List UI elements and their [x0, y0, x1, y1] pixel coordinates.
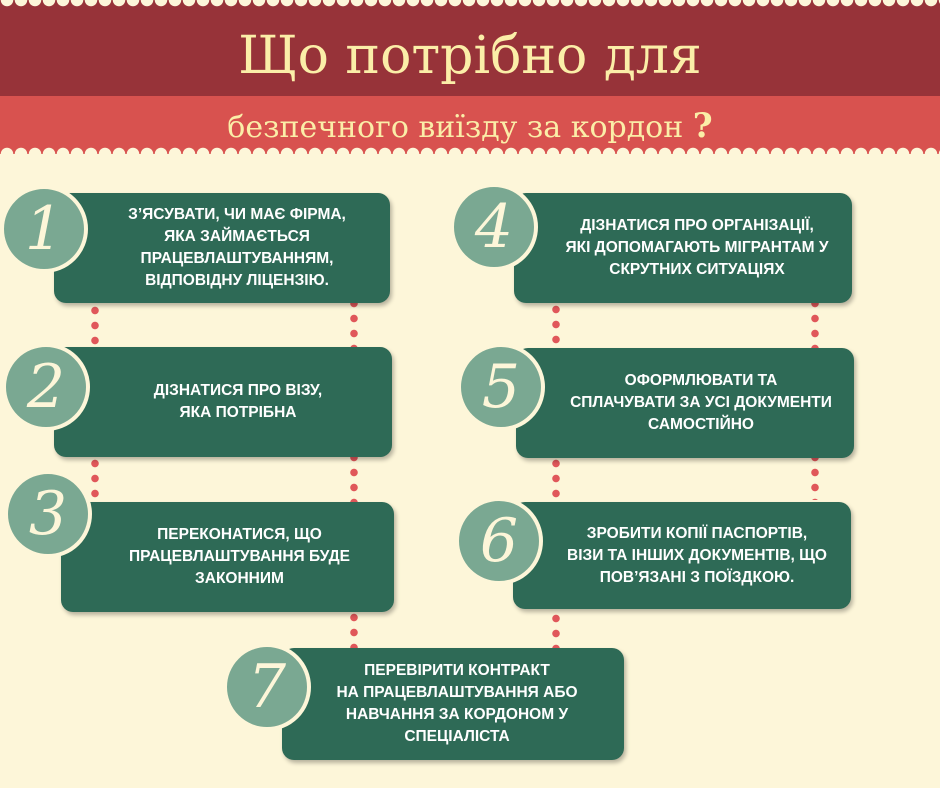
step-text-3: ПЕРЕКОНАТИСЯ, ЩО ПРАЦЕВЛАШТУВАННЯ БУДЕ З…: [129, 526, 350, 587]
step-card-4: ДІЗНАТИСЯ ПРО ОРГАНІЗАЦІЇ, ЯКІ ДОПОМАГАЮ…: [514, 193, 852, 303]
page-title: Що потрібно для: [238, 26, 702, 86]
page-subtitle: безпечного виїзду за кордон ?: [0, 104, 940, 150]
step-number-3: 3: [4, 470, 92, 558]
scalloped-edge-top: [0, 0, 940, 7]
connector-5-6-left: [552, 456, 560, 501]
step-card-6: ЗРОБИТИ КОПІЇ ПАСПОРТІВ, ВІЗИ ТА ІНШИХ Д…: [513, 502, 851, 609]
step-card-7: ПЕРЕВІРИТИ КОНТРАКТ НА ПРАЦЕВЛАШТУВАННЯ …: [282, 648, 624, 760]
step-text-2: ДІЗНАТИСЯ ПРО ВІЗУ, ЯКА ПОТРІБНА: [153, 382, 323, 421]
connector-5-6-right: [811, 450, 819, 500]
step-number-1: 1: [0, 185, 88, 273]
step-text-1: З’ЯСУВАТИ, ЧИ МАЄ ФІРМА, ЯКА ЗАЙМАЄТЬСЯ …: [128, 206, 346, 289]
step-number-2: 2: [2, 343, 90, 431]
header-banner: Що потрібно для безпечного виїзду за кор…: [0, 0, 940, 160]
step-text-4: ДІЗНАТИСЯ ПРО ОРГАНІЗАЦІЇ, ЯКІ ДОПОМАГАЮ…: [565, 217, 829, 278]
step-text-6: ЗРОБИТИ КОПІЇ ПАСПОРТІВ, ВІЗИ ТА ІНШИХ Д…: [567, 524, 827, 586]
connector-1-2-right: [350, 296, 358, 356]
step-text-5: ОФОРМЛЮВАТИ ТА СПЛАЧУВАТИ ЗА УСІ ДОКУМЕН…: [570, 372, 832, 433]
step-text-7: ПЕРЕВІРИТИ КОНТРАКТ НА ПРАЦЕВЛАШТУВАННЯ …: [336, 662, 578, 745]
page-subtitle-text: безпечного виїзду за кордон: [227, 110, 684, 145]
step-card-1: З’ЯСУВАТИ, ЧИ МАЄ ФІРМА, ЯКА ЗАЙМАЄТЬСЯ …: [54, 193, 390, 303]
connector-6-7: [552, 596, 560, 656]
step-card-5: ОФОРМЛЮВАТИ ТА СПЛАЧУВАТИ ЗА УСІ ДОКУМЕН…: [516, 348, 854, 458]
step-card-2: ДІЗНАТИСЯ ПРО ВІЗУ, ЯКА ПОТРІБНА: [54, 347, 392, 457]
step-number-7: 7: [223, 643, 311, 731]
connector-2-3-left: [91, 456, 99, 501]
connector-1-2-left: [91, 303, 99, 355]
step-number-4: 4: [450, 183, 538, 271]
header-band-dark: [0, 0, 940, 96]
question-mark: ?: [692, 106, 713, 146]
connector-3-7: [350, 595, 358, 655]
scalloped-edge-bottom: [0, 147, 940, 160]
connector-4-5-right: [811, 296, 819, 356]
step-card-3: ПЕРЕКОНАТИСЯ, ЩО ПРАЦЕВЛАШТУВАННЯ БУДЕ З…: [61, 502, 394, 612]
connector-4-5-left: [552, 302, 560, 354]
step-number-5: 5: [457, 343, 545, 431]
header-band-light: [0, 96, 940, 154]
connector-2-3-right: [350, 450, 358, 510]
step-number-6: 6: [455, 497, 543, 585]
